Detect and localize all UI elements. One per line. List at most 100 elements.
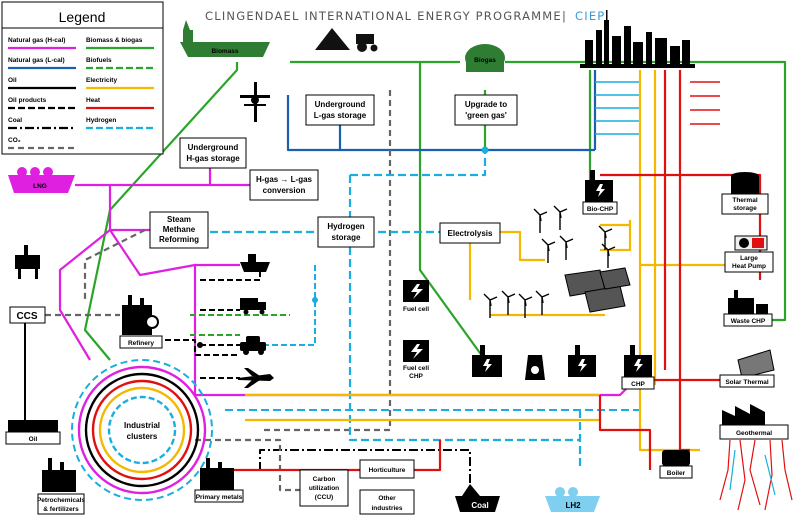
chp-plant-icon: CHP <box>621 345 655 390</box>
legend-item-label: Natural gas (H-cal) <box>8 37 65 44</box>
ccs-label: CCS <box>16 311 37 322</box>
oil-rig-icon <box>15 245 40 279</box>
wind-turbine-icon <box>541 238 556 263</box>
lh2-ship-icon: LH2 <box>545 487 600 512</box>
airplane-icon <box>238 368 274 388</box>
wind-turbine-icon <box>501 290 516 315</box>
thermal-storage-icon: Thermal storage <box>721 172 769 215</box>
electricity-trunk <box>638 70 700 452</box>
title-abbreviation: CIEP <box>575 9 605 23</box>
node-boxes: Underground L-gas storage Underground H-… <box>9 94 518 515</box>
hl-conversion-label: H-gas → L-gas <box>256 175 313 184</box>
refinery-label: Refinery <box>128 340 154 347</box>
ccu-label-3: (CCU) <box>315 494 333 501</box>
hgas-storage-label: Underground <box>188 143 239 152</box>
lgas-storage-label-2: L-gas storage <box>314 111 367 120</box>
lng-tanker-icon: LNG <box>8 167 75 193</box>
wind-turbine-icon <box>601 243 616 268</box>
solar-thermal-label: Solar Thermal <box>725 379 769 386</box>
smr-label-3: Reforming <box>159 235 199 244</box>
wind-turbine-icons <box>483 205 616 318</box>
oil-label: Oil <box>29 436 38 443</box>
lgas-flow <box>286 95 595 152</box>
nuclear-plant-icon <box>525 355 545 380</box>
junction-dot <box>197 342 203 348</box>
petrochem-label: Petrochemicals <box>37 497 85 504</box>
heat-horticulture-flow <box>220 440 442 472</box>
waste-chp-icon: Waste CHP <box>723 290 773 327</box>
wind-turbine-icon <box>559 235 574 260</box>
biomass-label: Biomass <box>211 48 238 55</box>
upgrade-label-2: 'green gas' <box>465 111 507 120</box>
hydrogen-storage-box <box>317 216 375 248</box>
smr-label: Steam <box>167 215 191 224</box>
power-plant-icon <box>568 345 596 377</box>
heat-pump-label-2: Heat Pump <box>732 263 766 270</box>
oil-tank-icon: Oil <box>5 420 61 445</box>
waste-chp-label: Waste CHP <box>731 318 766 325</box>
icons: Biomass Biogas <box>5 10 793 515</box>
wind-turbine-icon <box>535 290 550 315</box>
h2-storage-flow <box>348 175 580 442</box>
lng-label: LNG <box>33 183 47 190</box>
coal-flow <box>259 449 471 500</box>
horticulture-label: Horticulture <box>369 467 406 474</box>
lh2-label: LH2 <box>565 501 581 510</box>
hgas-storage-box <box>179 137 247 169</box>
biomass-barge-icon: Biomass <box>180 20 270 57</box>
legend-item-label: Coal <box>8 117 22 124</box>
lgas-storage-label: Underground <box>315 100 366 109</box>
chp-label: CHP <box>631 381 645 388</box>
legend: Legend Natural gas (H-cal) Biomass & biog… <box>1 1 164 155</box>
legend-item-label: Electricity <box>86 77 117 84</box>
geothermal-label: Geothermal <box>736 430 772 437</box>
ring-inner <box>107 395 177 465</box>
other-industries-label: Other <box>378 495 396 502</box>
petrochemicals-icon: Petrochemicals & fertilizers <box>37 458 85 515</box>
thermal-storage-label: Thermal <box>732 197 757 204</box>
heat-pump-label: Large <box>740 255 758 262</box>
legend-item-label: Biofuels <box>86 57 112 64</box>
other-industries-label-2: industries <box>371 505 402 512</box>
co2-smr-flow <box>83 229 146 300</box>
ring-hydrogen <box>71 359 213 501</box>
boiler-label: Boiler <box>667 470 686 477</box>
biofuels-flow <box>190 314 290 336</box>
legend-item-label: Heat <box>86 97 101 104</box>
ship-icon <box>240 254 270 272</box>
tractor-icon <box>315 28 378 52</box>
legend-title: Legend <box>59 9 106 25</box>
fuel-cell-icon: Fuel cell <box>403 280 429 313</box>
hgas-storage-label-2: H-gas storage <box>186 154 240 163</box>
electrolysis-label: Electrolysis <box>448 229 493 238</box>
fuel-cell-chp-label: Fuel cell <box>403 365 429 372</box>
upgrade-box <box>454 94 518 126</box>
gas-power-flow <box>109 229 636 397</box>
wind-turbine-icon <box>483 293 498 318</box>
legend-items: Natural gas (H-cal)Biomass & biogasNatur… <box>8 37 154 150</box>
wind-turbine-icon <box>533 208 548 233</box>
solar-thermal-icon: Solar Thermal <box>719 349 775 388</box>
horticulture-box <box>359 459 415 479</box>
fuel-cell-label: Fuel cell <box>403 306 429 313</box>
smr-box <box>149 211 209 249</box>
smr-label-2: Methane <box>163 225 196 234</box>
ccu-box <box>299 469 349 507</box>
legend-item-label: Biomass & biogas <box>86 37 143 44</box>
wind-turbine-icon <box>598 225 613 250</box>
truck-icon <box>240 298 266 315</box>
ccs-box <box>9 306 46 324</box>
bio-chp-label: Bio-CHP <box>587 206 614 213</box>
ccu-label-2: utilization <box>309 485 339 492</box>
biogas-label: Biogas <box>474 57 496 64</box>
hl-conversion-box <box>249 169 319 201</box>
upgrade-label: Upgrade to <box>465 100 507 109</box>
heat-city-lines <box>690 81 720 125</box>
bio-chp-icon: Bio-CHP <box>582 170 618 215</box>
industrial-clusters: Industrial clusters <box>71 359 213 501</box>
city-skyline-icon <box>580 10 695 68</box>
h2-grid-flow <box>350 150 487 177</box>
coal-label: Coal <box>471 501 488 510</box>
power-plant-icon <box>472 345 502 377</box>
junction-dot <box>481 146 489 154</box>
